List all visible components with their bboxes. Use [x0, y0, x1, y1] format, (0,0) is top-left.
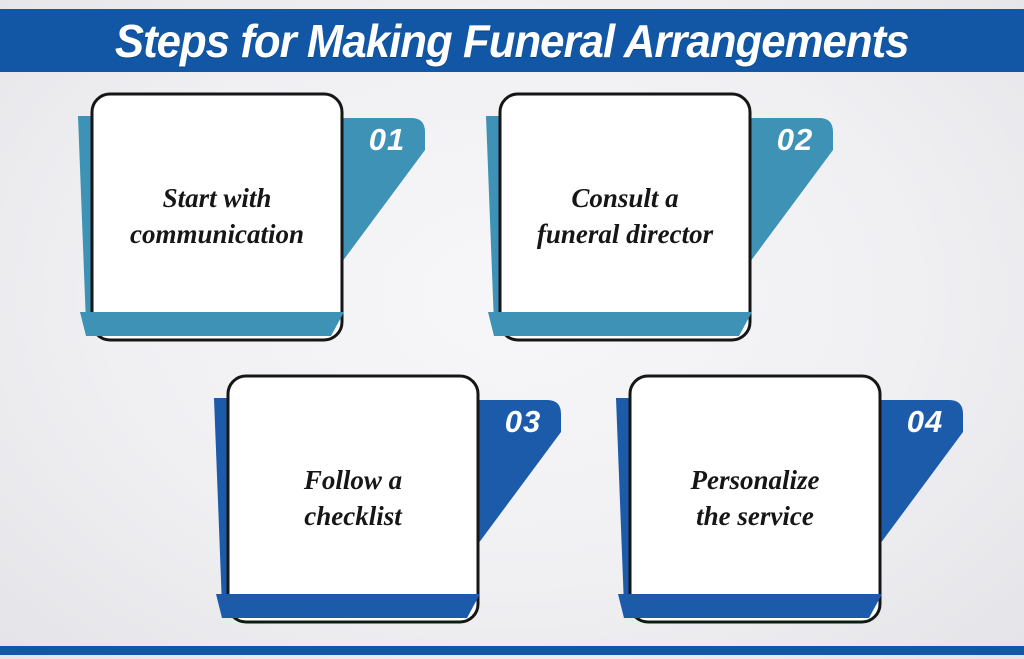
step-card-box [628, 374, 882, 624]
step-number: 01 [368, 122, 406, 157]
ribbon-number-flag [342, 118, 425, 262]
step-card-box [90, 92, 344, 342]
page-title: Steps for Making Funeral Arrangements [115, 14, 910, 67]
step-card-box [498, 92, 752, 342]
step-label-line: communication [129, 219, 305, 249]
step-label: Start with communication [92, 94, 342, 340]
ribbon-number-flag [478, 400, 561, 544]
ribbon-number-flag [750, 118, 833, 262]
step-label-line: checklist [304, 501, 402, 531]
step-label-line: Consult a [571, 183, 679, 214]
ribbon-bottom-band [618, 594, 882, 618]
step-card-2: 02 Consult a funeral director [478, 92, 833, 350]
ribbon-bottom-band [216, 594, 480, 618]
step-number: 02 [776, 122, 814, 157]
step-card-3: 03 Follow a checklist [206, 374, 561, 632]
step-label-line: Follow a [303, 465, 403, 496]
step-label-line: funeral director [536, 219, 714, 249]
step-label-line: the service [696, 501, 814, 531]
step-label-line: Start with [162, 183, 272, 214]
step-label: Consult a funeral director [500, 94, 750, 340]
footer-strip [0, 646, 1024, 655]
header-band: Steps for Making Funeral Arrangements [0, 9, 1024, 72]
ribbon-bottom-band [80, 312, 344, 336]
ribbon-number-flag [880, 400, 963, 544]
step-label: Follow a checklist [228, 376, 478, 622]
step-card-1: 01 Start with communication [70, 92, 425, 350]
step-1-ribbon-graphic [78, 92, 425, 342]
step-3-ribbon-graphic [214, 374, 561, 624]
ribbon-bottom-band [488, 312, 752, 336]
step-label-line: Personalize [690, 465, 820, 496]
step-number: 03 [504, 404, 542, 439]
step-number: 04 [906, 404, 944, 439]
step-2-ribbon-graphic [486, 92, 833, 342]
step-card-box [226, 374, 480, 624]
step-card-4: 04 Personalize the service [608, 374, 963, 632]
step-4-ribbon-graphic [616, 374, 963, 624]
step-label: Personalize the service [630, 376, 880, 622]
